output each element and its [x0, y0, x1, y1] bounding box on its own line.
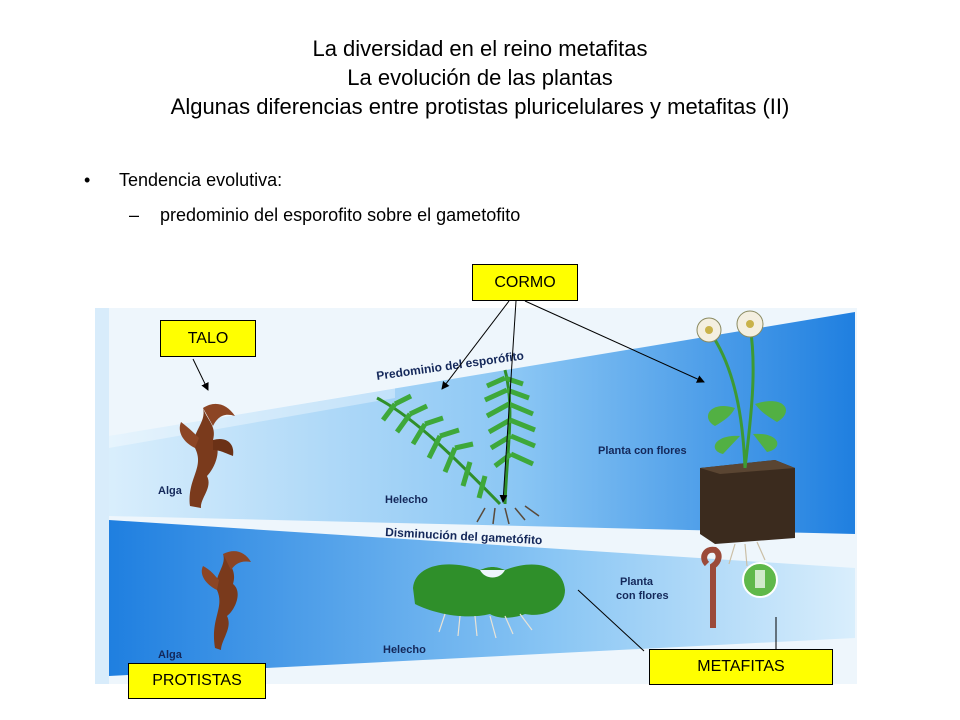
callout-metafitas-text: METAFITAS: [697, 658, 785, 675]
label-helecho-top: Helecho: [385, 494, 428, 506]
bullet-marker: •: [84, 170, 91, 190]
title-line-3: Algunas diferencias entre protistas plur…: [170, 94, 790, 119]
label-alga-top: Alga: [158, 485, 183, 497]
slide-title: La diversidad en el reino metafitas La e…: [0, 34, 960, 121]
sub-bullet-text: predominio del esporofito sobre el gamet…: [160, 205, 521, 225]
title-line-1: La diversidad en el reino metafitas: [312, 36, 648, 61]
callout-cormo-text: CORMO: [494, 274, 556, 291]
alga-top-illustration: [179, 403, 235, 508]
prothallus-illustration: [413, 564, 565, 639]
label-planta-bottom-2: con flores: [616, 590, 669, 602]
callout-talo: TALO: [160, 320, 256, 357]
pollen-ovule-illustration: [701, 546, 778, 628]
evolution-illustration: Predominio del esporófito Disminución de…: [95, 308, 857, 684]
title-line-2: La evolución de las plantas: [347, 65, 613, 90]
sub-bullet-marker: –: [129, 205, 140, 225]
label-helecho-bottom: Helecho: [383, 644, 426, 656]
bullet-text: Tendencia evolutiva:: [119, 170, 283, 190]
callout-protistas: PROTISTAS: [128, 663, 266, 699]
callout-talo-text: TALO: [187, 330, 229, 347]
label-planta-bottom-1: Planta: [620, 576, 654, 588]
alga-bottom-illustration: [201, 551, 251, 650]
flowering-plant-top-illustration: [696, 310, 795, 567]
callout-metafitas: METAFITAS: [649, 649, 833, 685]
callout-protistas-text: PROTISTAS: [152, 672, 242, 689]
label-alga-bottom: Alga: [158, 649, 183, 661]
label-planta-top: Planta con flores: [598, 445, 687, 457]
callout-cormo: CORMO: [472, 264, 578, 301]
evolution-figure: Predominio del esporófito Disminución de…: [95, 308, 857, 684]
